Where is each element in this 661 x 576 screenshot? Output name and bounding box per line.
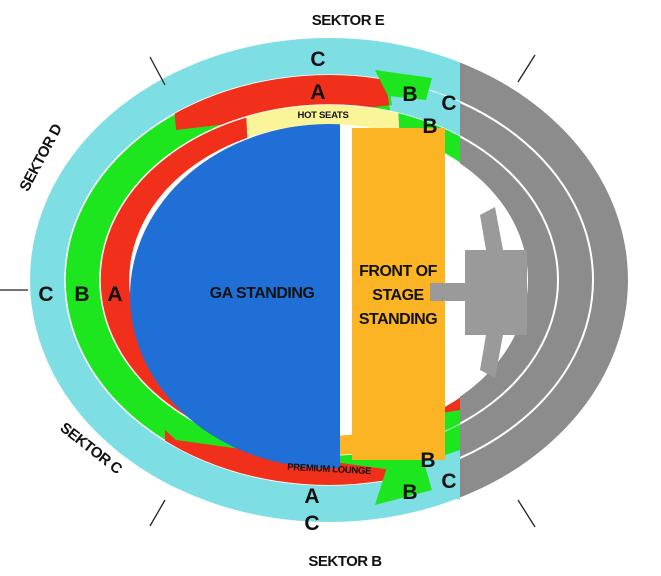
label-c-top: C xyxy=(310,48,325,71)
label-c-bottom-right: C xyxy=(441,470,456,493)
label-c-bottom: C xyxy=(304,512,319,535)
front-of-stage-area[interactable] xyxy=(352,128,445,460)
hot-seats-label: HOT SEATS xyxy=(298,110,349,121)
label-c-left: C xyxy=(38,283,53,306)
stage xyxy=(430,207,527,378)
premium-lounge-label: PREMIUM LOUNGE xyxy=(287,462,371,477)
label-c-top-right: C xyxy=(441,92,456,115)
front-of-stage-label-2: STAGE xyxy=(372,287,424,304)
front-of-stage-label-3: STANDING xyxy=(359,311,437,328)
sector-dividers xyxy=(0,54,536,528)
label-b-top-inner: B xyxy=(422,115,437,138)
category-b-top-right[interactable] xyxy=(375,70,432,100)
ga-standing-label: GA STANDING xyxy=(210,285,315,302)
front-of-stage-label-1: FRONT OF xyxy=(359,263,437,280)
label-b-top: B xyxy=(402,83,417,106)
label-a-top: A xyxy=(310,81,325,104)
label-b-bottom: B xyxy=(402,481,417,504)
label-a-left: A xyxy=(107,283,122,306)
category-b-bottom-right[interactable] xyxy=(375,462,432,505)
category-c-bottom-right[interactable] xyxy=(424,450,460,500)
label-b-bottom-inner: B xyxy=(420,449,435,472)
ga-standing-area[interactable] xyxy=(130,124,528,468)
sector-b-label: SEKTOR B xyxy=(308,553,382,570)
label-a-bottom: A xyxy=(304,485,319,508)
label-b-left: B xyxy=(74,283,89,306)
sector-e-label: SEKTOR E xyxy=(312,12,385,29)
